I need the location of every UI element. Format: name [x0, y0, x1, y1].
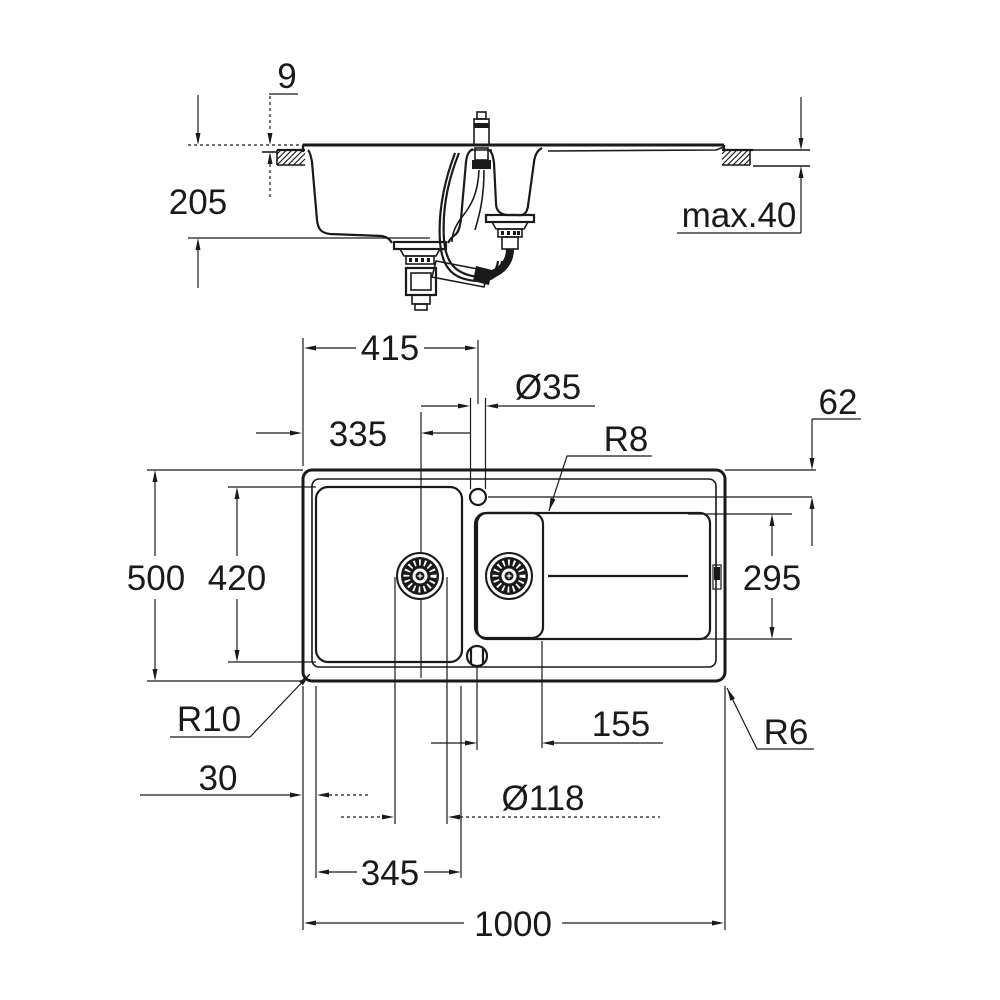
corner-radius-bottom-right-label: R6 [764, 713, 809, 752]
drain-remote-knob [465, 644, 489, 668]
waste-elbow [488, 248, 514, 279]
overflow-slot [712, 564, 722, 590]
dim-bowl-depth: 205 [169, 95, 430, 288]
main-bowl-strainer [397, 553, 443, 599]
small-bowl-strainer [486, 553, 532, 599]
faucet [438, 111, 504, 283]
sink-outline [301, 468, 727, 683]
dim-bowl-inner-depth: 420 [208, 487, 266, 662]
bowl-inner-width-label: 345 [361, 854, 419, 893]
small-bowl [473, 511, 545, 640]
dim-corner-radius-bottom-left: R10 [170, 673, 311, 739]
dim-tap-hole-diameter: Ø35 [421, 368, 595, 409]
overall-width-label: 1000 [474, 905, 552, 944]
countertop-left [262, 148, 306, 166]
dim-drain-diameter: Ø118 [341, 779, 660, 820]
drainer-corner-radius-label: R8 [604, 420, 649, 459]
dim-bowl-center-offset: 335 [256, 415, 471, 454]
drainer-drain-offset-label: 155 [592, 705, 650, 744]
tap-offset-y-label: 62 [819, 383, 858, 422]
section-view: 9 205 max.40 [169, 57, 810, 311]
dim-overall-depth: 500 [127, 470, 185, 681]
dim-drainer-corner-radius: R8 [548, 420, 652, 512]
rim-height-label: 9 [277, 57, 296, 96]
drain-diameter-label: Ø118 [501, 779, 584, 818]
drainer-inner-depth-label: 295 [743, 559, 801, 598]
dim-drainer-drain-offset: 155 [431, 705, 663, 746]
dim-rim-height: 9 [267, 57, 298, 200]
dim-drainer-inner-depth: 295 [743, 514, 801, 639]
plan-view: 415 Ø35 335 62 R8 [127, 329, 861, 944]
tap-hole [468, 487, 488, 507]
drainboard [475, 511, 712, 641]
dim-tap-offset-y: 62 [809, 383, 861, 546]
dim-bowl-inner-width: 345 [317, 854, 461, 893]
main-bowl-left-wall [307, 149, 393, 244]
main-bowl-right-wall [447, 148, 474, 244]
small-bowl-profile [488, 147, 543, 217]
countertop-right [721, 148, 810, 167]
bowl-center-offset-label: 335 [329, 415, 387, 454]
dim-counter-thickness: max.40 [677, 97, 804, 235]
bowl-depth-label: 205 [169, 183, 227, 222]
dim-edge-to-bowl: 30 [140, 759, 368, 798]
edge-to-bowl-label: 30 [199, 759, 238, 798]
dim-corner-radius-bottom-right: R6 [726, 687, 814, 752]
hatch-right [721, 149, 751, 166]
counter-thickness-label: max.40 [682, 196, 797, 235]
hatch-left [276, 149, 306, 166]
extension-lines [147, 338, 816, 930]
dim-tap-offset-x: 415 [304, 329, 477, 368]
dim-overall-width: 1000 [304, 905, 724, 944]
tap-hole-diameter-label: Ø35 [515, 368, 581, 407]
overall-depth-label: 500 [127, 559, 185, 598]
drain-assembly [392, 213, 536, 311]
tap-offset-x-label: 415 [361, 329, 419, 368]
main-bowl [314, 485, 464, 664]
corner-radius-bottom-left-label: R10 [177, 700, 241, 739]
bowl-inner-depth-label: 420 [208, 559, 266, 598]
drainboard-underside [547, 146, 725, 152]
waste-pipe [431, 260, 489, 288]
